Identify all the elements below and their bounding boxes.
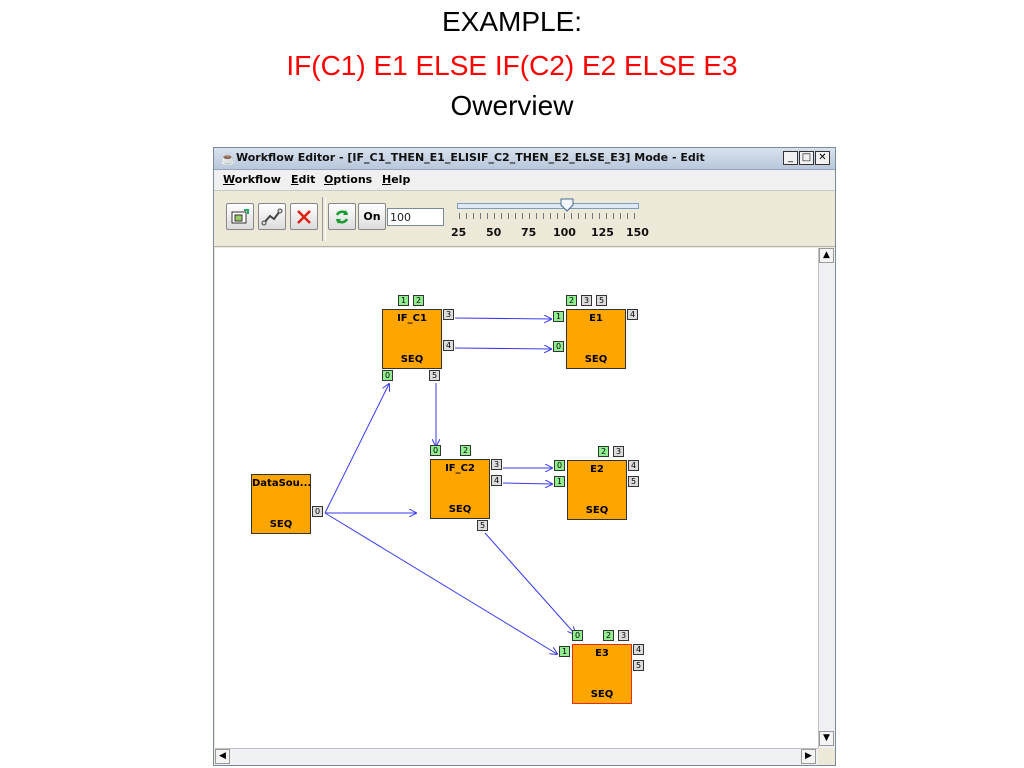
port[interactable]: 4 [627,309,638,320]
slider-label-150: 150 [626,226,649,239]
port[interactable]: 3 [443,309,454,320]
port[interactable]: 5 [596,295,607,306]
port[interactable]: 0 [430,445,441,456]
edge-datasource-ifc1[interactable] [324,384,389,514]
slide-title-line3: Owerview [450,90,574,121]
horizontal-scrollbar[interactable]: ◀ ▶ [215,748,818,765]
slider-label-25: 25 [451,226,467,239]
edge-ifc2-e2-b[interactable] [502,483,552,484]
port[interactable]: 1 [398,295,409,306]
connect-icon [261,208,283,226]
port[interactable]: 0 [382,370,393,381]
on-toggle-button[interactable]: On [358,203,386,230]
port[interactable]: 5 [628,476,639,487]
port[interactable]: 0 [553,341,564,352]
node-type: SEQ [590,689,614,700]
delete-icon [297,210,311,224]
port[interactable]: 0 [554,460,565,471]
node-label: IF_C1 [397,313,427,324]
java-icon: ☕ [220,151,237,166]
zoom-slider-track[interactable] [457,203,639,209]
menu-workflow[interactable]: Workflow [223,173,281,186]
port[interactable]: 2 [566,295,577,306]
node-e3[interactable]: E3 SEQ [572,644,632,704]
menu-bar: Workflow Edit Options Help [214,170,835,191]
slide-title-line1: EXAMPLE: [441,6,583,37]
delete-button[interactable] [290,203,318,230]
port[interactable]: 5 [477,520,488,531]
connect-button[interactable] [258,203,286,230]
node-type: SEQ [400,354,424,365]
scroll-down-arrow-icon[interactable]: ▼ [819,731,834,746]
zoom-slider-ticks [459,213,635,219]
scroll-right-arrow-icon[interactable]: ▶ [801,749,816,764]
port[interactable]: 5 [633,660,644,671]
edge-ifc2-e3[interactable] [484,532,575,634]
node-if-c1[interactable]: IF_C1 SEQ [382,309,442,369]
port[interactable]: 2 [603,630,614,641]
node-e2[interactable]: E2 SEQ [567,460,627,520]
port[interactable]: 3 [613,446,624,457]
minimize-button[interactable]: _ [783,151,798,165]
node-datasource[interactable]: DataSou... SEQ [251,474,311,534]
port[interactable]: 1 [554,476,565,487]
port[interactable]: 2 [598,446,609,457]
node-label: E2 [590,464,604,475]
open-button[interactable] [226,203,254,230]
workflow-editor-window: ☕ Workflow Editor - [IF_C1_THEN_E1_ELISI… [213,147,836,766]
port[interactable]: 2 [460,445,471,456]
toolbar-separator [322,197,326,241]
toolbar: On 100 25 50 75 100 125 150 [214,191,835,247]
window-titlebar[interactable]: ☕ Workflow Editor - [IF_C1_THEN_E1_ELISI… [214,148,835,170]
slider-label-100: 100 [553,226,576,239]
zoom-slider-thumb[interactable] [560,198,574,212]
port[interactable]: 3 [581,295,592,306]
port[interactable]: 4 [633,644,644,655]
vertical-scrollbar[interactable]: ▲ ▼ [818,248,835,748]
close-button[interactable]: ✕ [815,151,830,165]
open-icon [231,209,249,224]
port[interactable]: 3 [618,630,629,641]
menu-help[interactable]: Help [382,173,411,186]
node-label: E3 [595,648,609,659]
port[interactable]: 3 [491,459,502,470]
node-type: SEQ [269,519,293,530]
port[interactable]: 0 [572,630,583,641]
port[interactable]: 0 [312,506,323,517]
node-if-c2[interactable]: IF_C2 SEQ [430,459,490,519]
node-label: DataSou... [252,478,312,489]
edge-datasource-e3[interactable] [324,512,557,654]
node-label: IF_C2 [445,463,475,474]
node-type: SEQ [448,504,472,515]
port[interactable]: 1 [559,646,570,657]
edge-ifc1-e1-a[interactable] [454,318,551,319]
scroll-up-arrow-icon[interactable]: ▲ [819,248,834,263]
port[interactable]: 4 [628,460,639,471]
slider-label-75: 75 [521,226,537,239]
menu-options[interactable]: Options [324,173,373,186]
node-type: SEQ [585,505,609,516]
window-title: Workflow Editor - [IF_C1_THEN_E1_ELISIF_… [236,151,705,164]
slider-label-125: 125 [591,226,614,239]
port[interactable]: 5 [429,370,440,381]
refresh-icon [335,210,349,224]
port[interactable]: 4 [443,340,454,351]
scroll-left-arrow-icon[interactable]: ◀ [215,749,230,764]
edge-ifc1-e1-b[interactable] [454,348,551,349]
workflow-canvas[interactable]: IF_C1 SEQ 1 2 3 4 0 5 E1 SEQ 2 3 5 4 1 0… [215,248,818,748]
zoom-input[interactable]: 100 [387,208,444,226]
node-e1[interactable]: E1 SEQ [566,309,626,369]
slide-title-line2: IF(C1) E1 ELSE IF(C2) E2 ELSE E3 [286,50,738,81]
port[interactable]: 4 [491,475,502,486]
node-label: E1 [589,313,603,324]
port[interactable]: 1 [553,311,564,322]
edge-layer [324,248,818,748]
port[interactable]: 2 [413,295,424,306]
slider-label-50: 50 [486,226,502,239]
refresh-button[interactable] [328,203,356,230]
menu-edit[interactable]: Edit [291,173,316,186]
node-type: SEQ [584,354,608,365]
maximize-button[interactable]: □ [799,151,814,165]
